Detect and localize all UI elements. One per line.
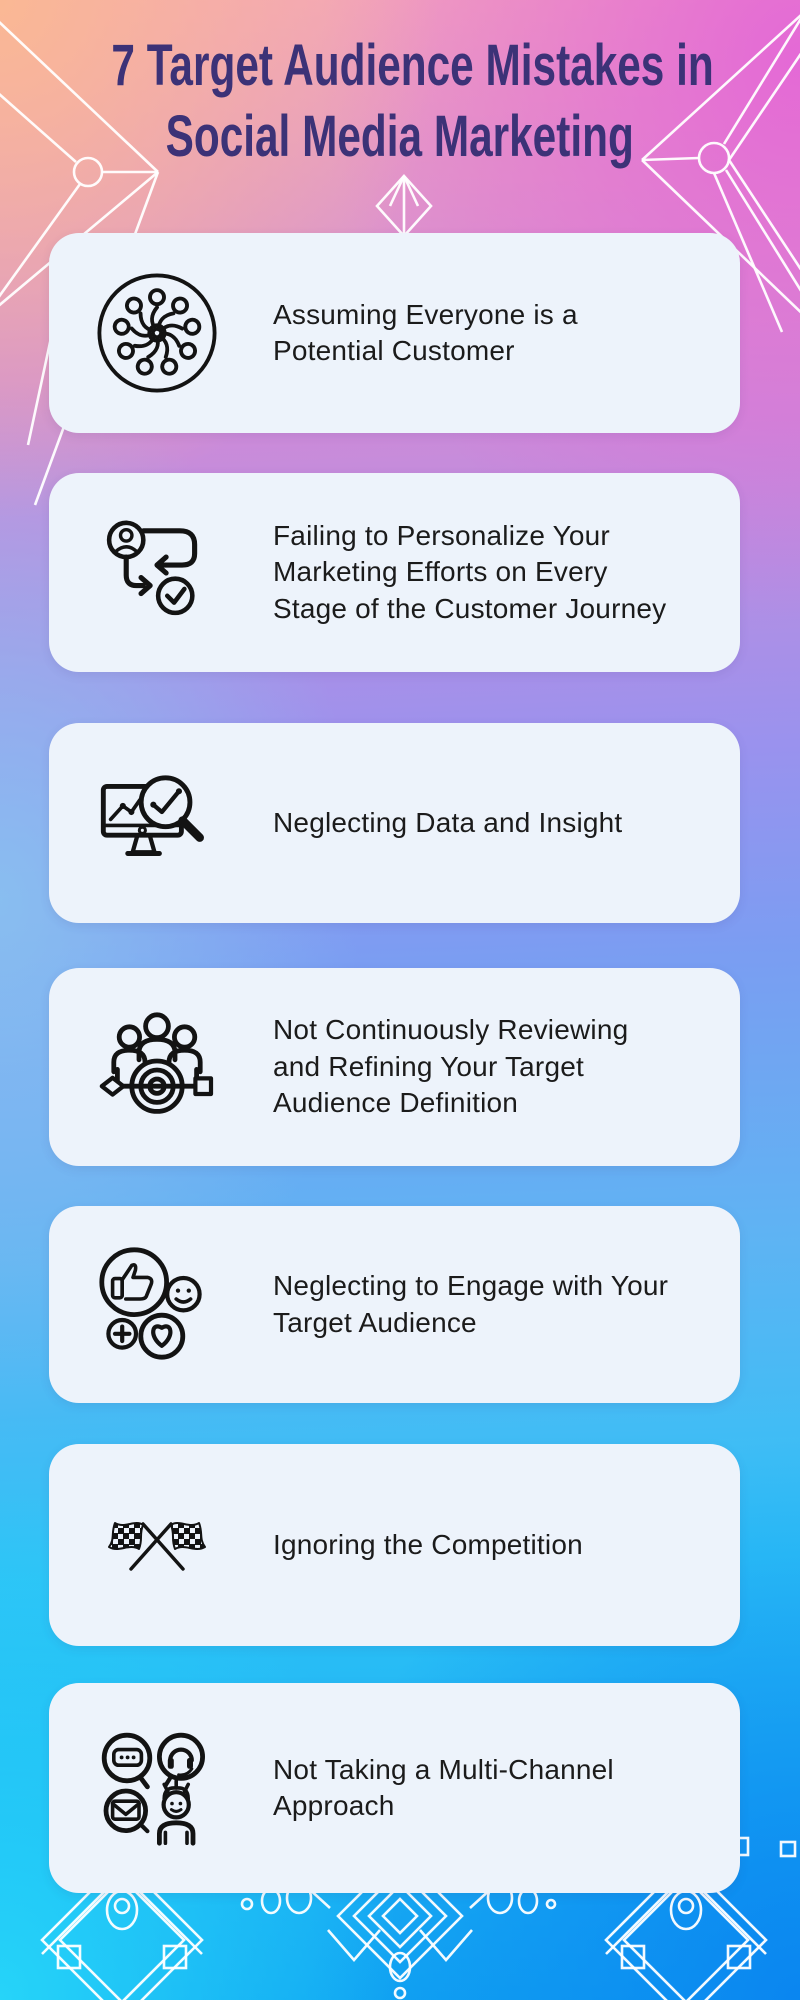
square-decoration: [729, 1836, 797, 1858]
card-3: Neglecting Data and Insight: [49, 723, 740, 923]
card-1: Assuming Everyone is a Potential Custome…: [49, 233, 740, 433]
audience-target-dart-icon: [89, 1007, 225, 1127]
card-text: Neglecting to Engage with Your Target Au…: [273, 1270, 669, 1338]
card-text: Failing to Personalize Your Marketing Ef…: [273, 519, 667, 624]
card-text: Assuming Everyone is a Potential Custome…: [273, 298, 578, 367]
small-diamond-decoration: [375, 174, 433, 238]
card-text: Neglecting Data and Insight: [273, 806, 623, 838]
social-reactions-icon: [89, 1245, 225, 1365]
analytics-monitor-magnifier-icon: [89, 762, 225, 884]
card-text: Ignoring the Competition: [273, 1528, 583, 1560]
community-people-circle-icon: [89, 269, 225, 397]
page-title-line-1: 7 Target Audience Mistakes in: [111, 33, 714, 98]
card-5: Neglecting to Engage with Your Target Au…: [49, 1206, 740, 1403]
page-title: 7 Target Audience Mistakes in Social Med…: [0, 30, 800, 172]
card-text: Not Continuously Reviewing and Refining …: [273, 1014, 629, 1119]
crossed-racing-flags-icon: [89, 1495, 225, 1595]
customer-journey-flowchart-icon: [89, 516, 225, 630]
multichannel-communication-icon: [89, 1728, 225, 1848]
card-6: Ignoring the Competition: [49, 1444, 740, 1646]
page-title-line-2: Social Media Marketing: [165, 104, 635, 169]
card-2: Failing to Personalize Your Marketing Ef…: [49, 473, 740, 672]
card-4: Not Continuously Reviewing and Refining …: [49, 968, 740, 1166]
card-text: Not Taking a Multi-Channel Approach: [273, 1753, 614, 1822]
card-7: Not Taking a Multi-Channel Approach: [49, 1683, 740, 1893]
